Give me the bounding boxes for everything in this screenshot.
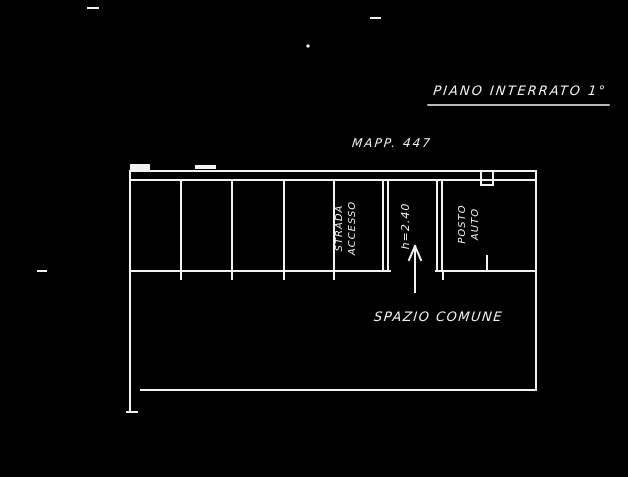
scan-artifacts xyxy=(37,7,381,272)
plan-title: PIANO INTERRATO 1° xyxy=(432,84,608,99)
common-space-label: SPAZIO COMUNE xyxy=(373,310,504,325)
up-arrow-icon xyxy=(407,244,423,293)
room-label-right-line2: AUTO xyxy=(470,207,481,241)
corridor-height-label: h=2.40 xyxy=(399,202,412,250)
parcel-number: MAPP. 447 xyxy=(351,136,433,150)
room-label-right-line1: POSTO xyxy=(457,204,468,244)
room-label-left-line1: STRADA xyxy=(334,204,345,252)
wall-marks xyxy=(130,164,216,171)
room-label-left-line2: ACCESSO xyxy=(347,200,358,256)
strip-bottom-wall xyxy=(129,270,537,280)
room-label-right: POSTO AUTO xyxy=(456,189,484,259)
niche xyxy=(480,170,494,272)
partition-walls xyxy=(180,179,443,272)
room-label-left: STRADA ACCESSO xyxy=(333,188,361,268)
